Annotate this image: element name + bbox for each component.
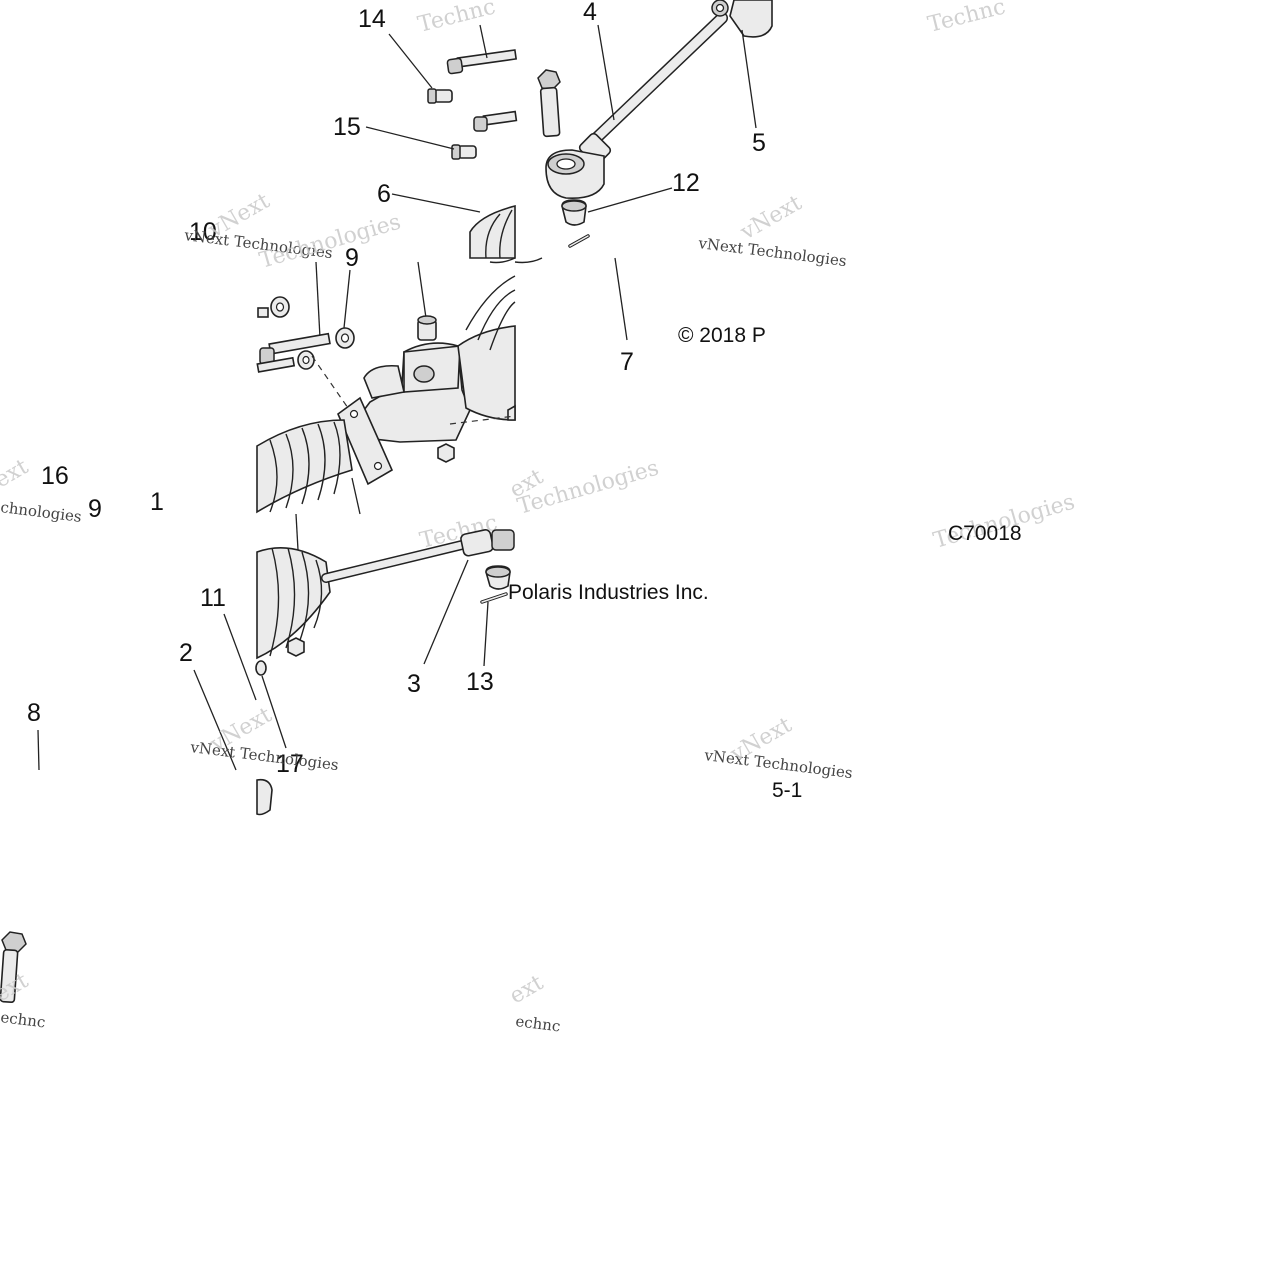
washer-icon <box>335 327 355 349</box>
tile-center: Technologies 9 <box>256 210 516 515</box>
callout-10: 10 <box>189 218 217 246</box>
tile-top-right: 4 5 12 Technc vNext Technologies vNext <box>537 0 1008 270</box>
hex-nut-icon <box>437 443 455 463</box>
inner-tie-rod-icon <box>321 529 515 583</box>
tile-left-middle: ext chnologies 16 9 1 <box>0 454 164 526</box>
washer-icon <box>270 296 290 318</box>
rack-boot-icon <box>465 257 516 351</box>
callout-9b: 9 <box>88 495 102 523</box>
tile-center-right: 7 © 2018 P <box>514 257 766 376</box>
watermark-text: echnc <box>515 1012 562 1035</box>
castle-nut-icon <box>485 565 511 590</box>
callout-3: 3 <box>407 670 421 698</box>
washer-icon <box>255 660 267 676</box>
watermark-text: vNext Technologies <box>697 234 848 270</box>
rack-boot-icon <box>256 546 331 660</box>
watermark-text: Technc <box>415 0 498 38</box>
callout-15: 15 <box>333 113 361 141</box>
mounting-plate-icon <box>337 396 394 486</box>
flange-bolt-icon <box>0 931 27 1004</box>
callout-12: 12 <box>672 169 700 197</box>
tile-bottom-center: ext echnc <box>506 970 562 1035</box>
bolt-long-icon <box>473 110 518 132</box>
rack-boot-icon <box>256 419 353 514</box>
tie-rod-end-icon <box>545 149 605 200</box>
rack-housing-icon <box>357 325 516 443</box>
copyright-text-part-a: © 2018 P <box>678 324 766 347</box>
tie-rod-icon <box>578 12 728 166</box>
watermark-text: vNext <box>736 190 807 245</box>
callout-4: 4 <box>583 0 597 26</box>
callout-7: 7 <box>620 348 634 376</box>
callout-13: 13 <box>466 668 494 696</box>
callout-14: 14 <box>358 5 386 33</box>
pinion-cap-icon <box>417 315 437 341</box>
tile-bottom-left: ext echnc <box>0 931 46 1031</box>
watermark-text: ext <box>506 970 548 1009</box>
watermark-text: chnologies <box>0 498 83 526</box>
callout-2: 2 <box>179 639 193 667</box>
hex-nut-icon <box>287 637 305 657</box>
watermark-text: ext <box>0 454 33 493</box>
callout-8: 8 <box>27 699 41 727</box>
watermark-text: echnc <box>0 1008 46 1031</box>
castle-nut-icon <box>561 199 587 226</box>
tile-right-middle: Technologies C70018 <box>931 490 1078 554</box>
bushing-icon <box>256 778 273 816</box>
tile-lower-right: vNext Technologies vNext 5-1 <box>703 712 854 802</box>
bolt-short-icon <box>427 88 453 104</box>
tile-lower-center: Technc 3 13 Polaris <box>256 510 709 698</box>
callout-16: 16 <box>41 462 69 490</box>
copyright-text-part-b: Polaris Industries Inc. <box>508 581 709 604</box>
callout-5: 5 <box>752 129 766 157</box>
bolt-long-icon <box>446 49 518 75</box>
tile-center-middle: ext Technologies <box>506 456 662 520</box>
callout-11: 11 <box>200 584 226 612</box>
callout-1: 1 <box>150 488 164 516</box>
mounting-bolt-icon <box>256 356 296 373</box>
mounting-bolt-icon <box>259 332 331 365</box>
drawing-code: C70018 <box>948 522 1022 545</box>
callout-17: 17 <box>276 750 304 778</box>
page-reference: 5-1 <box>772 779 802 802</box>
pivot-bolt-icon <box>537 69 561 138</box>
bolt-short-icon <box>451 144 477 160</box>
watermark-text: vNext Technologies <box>703 746 854 782</box>
outer-joint-icon <box>711 0 773 38</box>
callout-9: 9 <box>345 244 359 272</box>
watermark-text: Technc <box>925 0 1008 38</box>
rack-boot-icon <box>469 204 516 259</box>
washer-icon <box>297 350 315 370</box>
callout-6: 6 <box>377 180 391 208</box>
